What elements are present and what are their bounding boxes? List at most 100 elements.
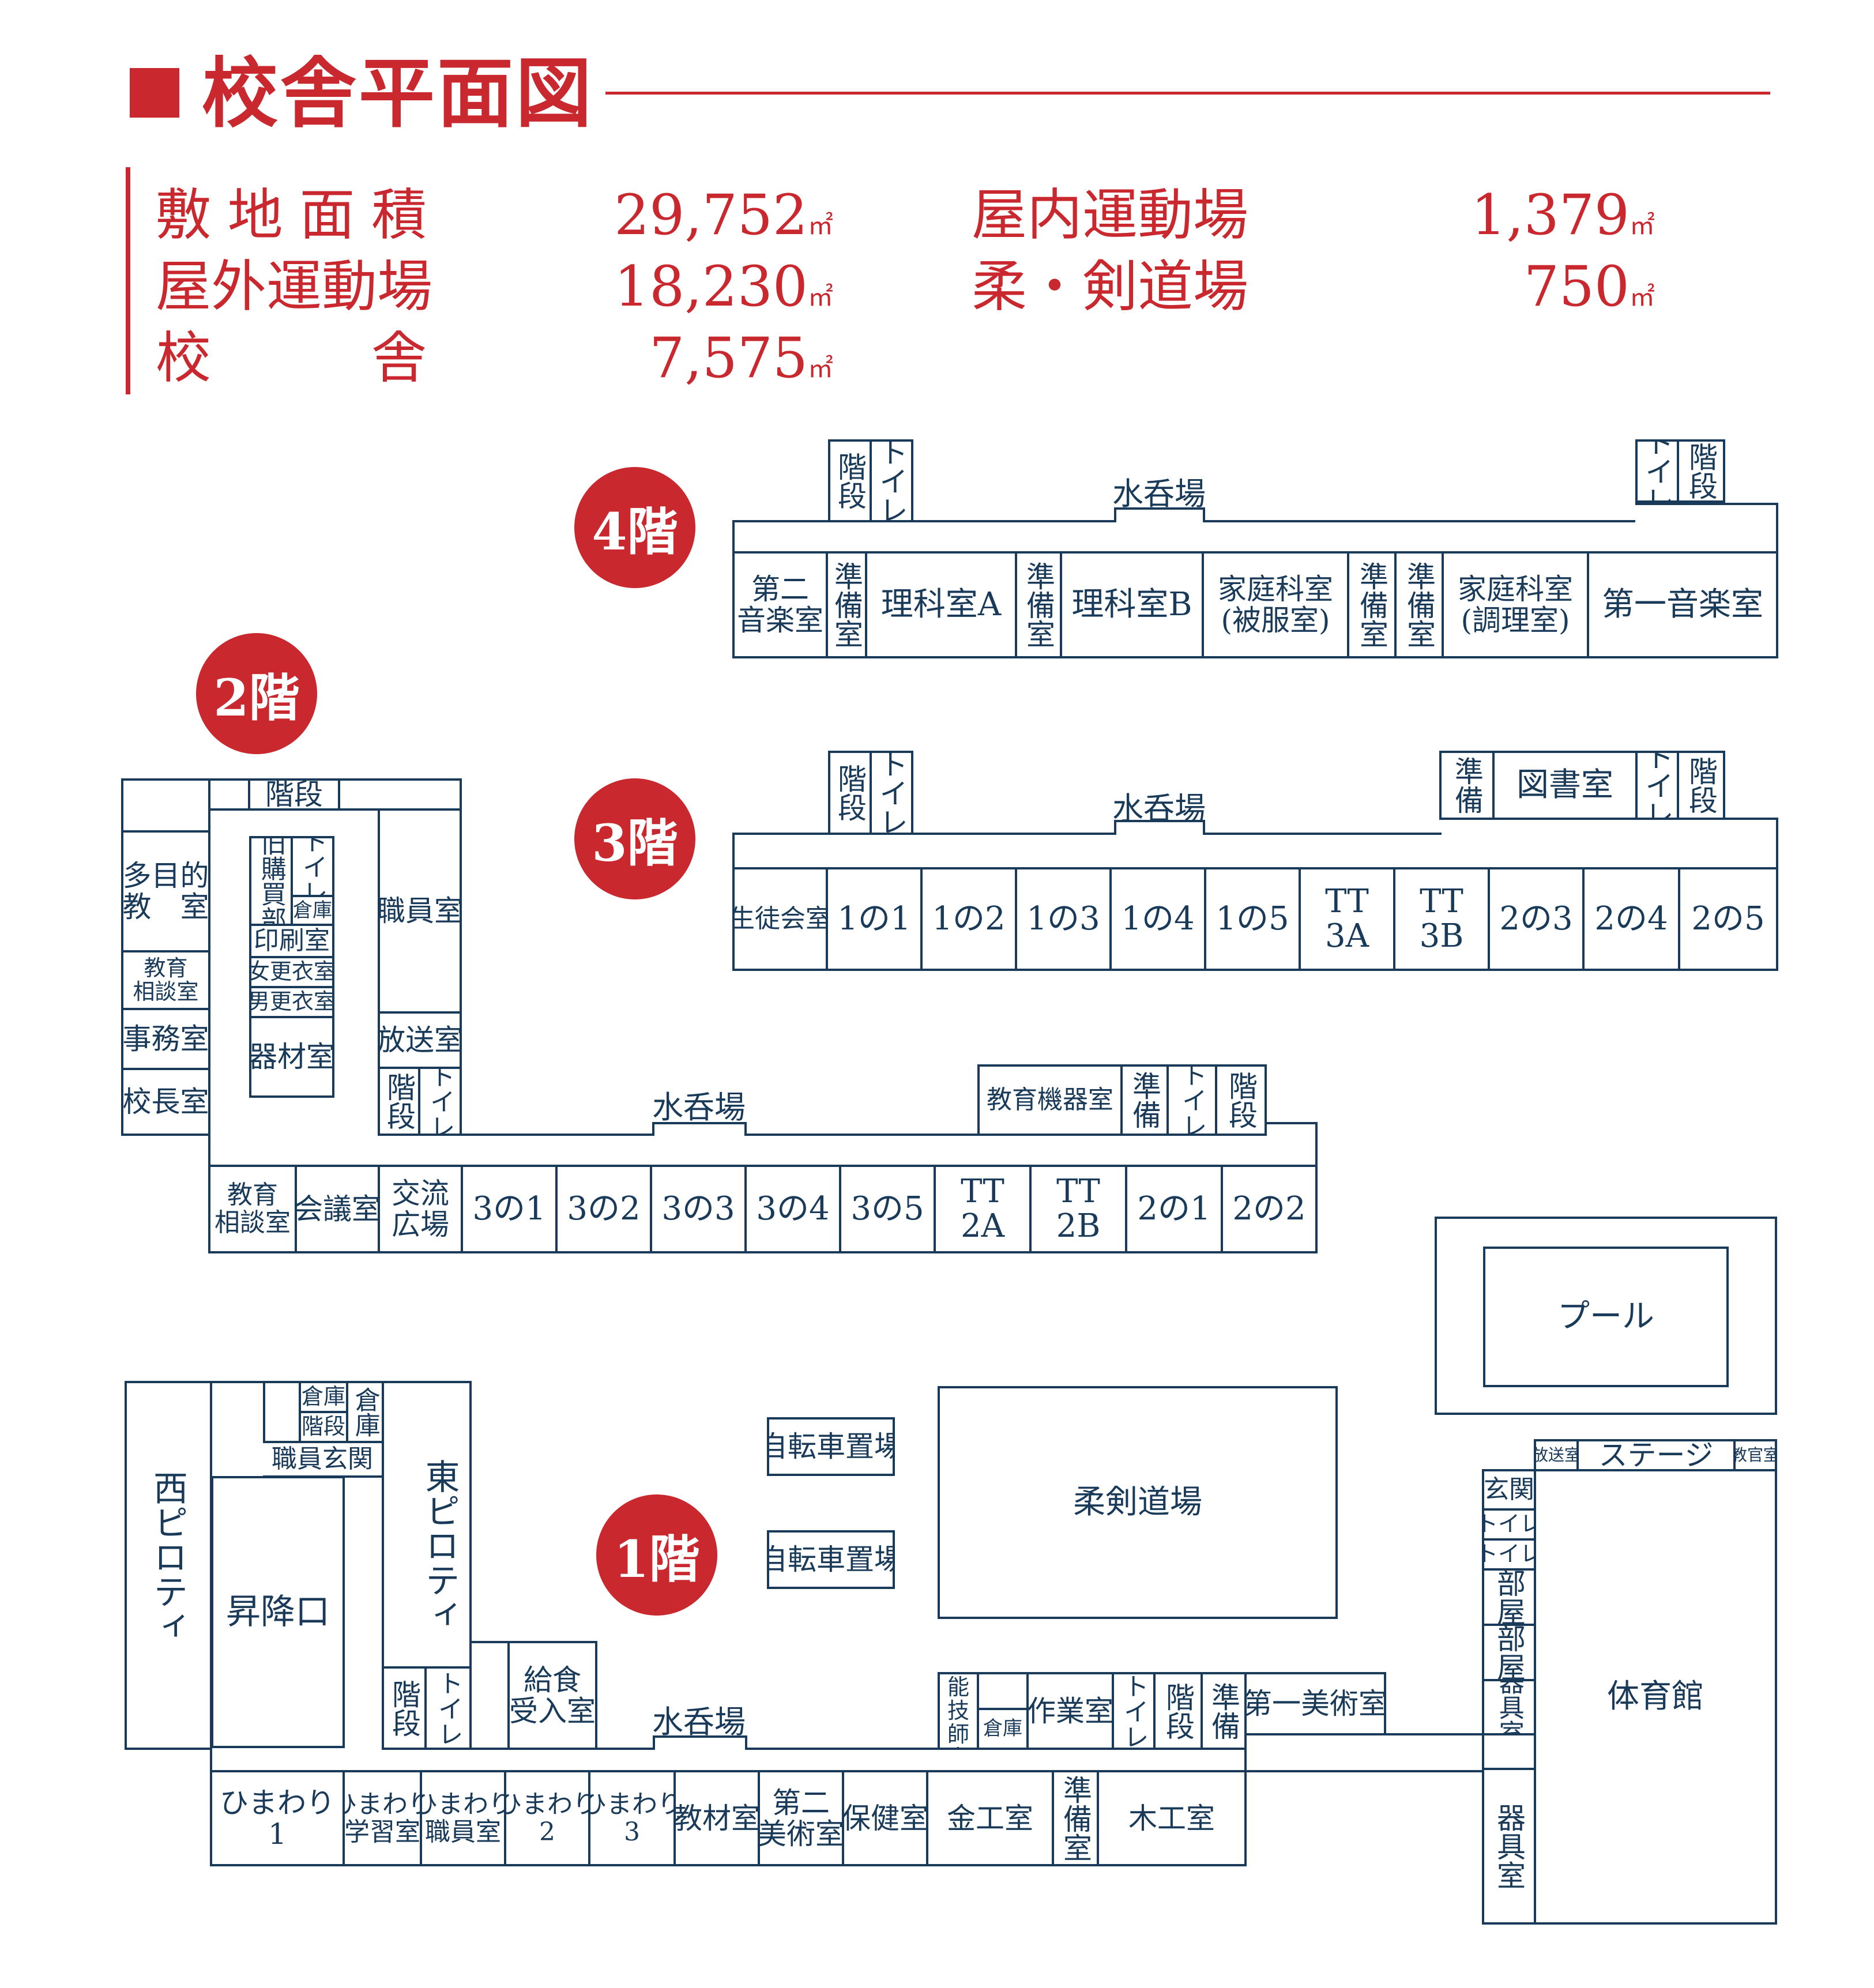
f2-room: 交流 広場 bbox=[378, 1165, 463, 1253]
f3-room: 1の5 bbox=[1204, 867, 1301, 971]
f3-room: 1の4 bbox=[1109, 867, 1206, 971]
floor-badge-3f: 3階 bbox=[574, 778, 695, 899]
stat-value-site: 29,752㎡ bbox=[614, 183, 833, 247]
f2-women-locker: 女更衣室 bbox=[249, 956, 334, 988]
f3-room: TT 3A bbox=[1299, 867, 1395, 971]
f2-toilet-inner: トイレ bbox=[291, 836, 334, 897]
f1-lift-entrance: 昇降口 bbox=[211, 1476, 345, 1748]
stat-label-outdoor: 屋外運動場 bbox=[156, 254, 432, 319]
floor-badge-1f: 1階 bbox=[596, 1494, 717, 1616]
f3-prep: 準備 bbox=[1439, 751, 1495, 820]
f1-storage-a: 倉庫 bbox=[299, 1381, 348, 1413]
f2-room: 3の1 bbox=[461, 1165, 558, 1253]
f4-stairs-right: 階段 bbox=[1677, 439, 1725, 503]
f2-old-store: 旧購買部 bbox=[249, 836, 293, 926]
f2-storage-small: 倉庫 bbox=[291, 895, 334, 926]
f3-room: TT 3B bbox=[1393, 867, 1490, 971]
f2-printing: 印刷室 bbox=[249, 924, 334, 958]
f3-room: 生徒会室 bbox=[732, 867, 828, 971]
f2-sink: 水呑場 bbox=[652, 1089, 746, 1125]
title-square-icon bbox=[130, 68, 179, 118]
stat-label-building: 校舎 bbox=[156, 326, 427, 390]
f3-room-row: 生徒会室 1の1 1の2 1の3 1の4 1の5 TT 3A TT 3B 2の3… bbox=[732, 867, 1778, 971]
f2-room: TT 2A bbox=[934, 1165, 1032, 1253]
f4-room: 理科室B bbox=[1060, 551, 1204, 658]
f2-broadcast: 放送室 bbox=[378, 1011, 462, 1069]
stat-label-indoor: 屋内運動場 bbox=[972, 183, 1248, 247]
f2-principal: 校長室 bbox=[121, 1068, 210, 1136]
f2-equipment: 器材室 bbox=[249, 1016, 334, 1098]
f2-toilet-mid: トイレ bbox=[418, 1067, 462, 1136]
f1-gym-entrance: 玄関 bbox=[1482, 1469, 1536, 1511]
stats-accent-bar bbox=[126, 167, 130, 394]
f1-art-room-1: 第一美術室 bbox=[1244, 1672, 1386, 1735]
f2-top-bar bbox=[208, 778, 462, 811]
f1-room: 金工室 bbox=[926, 1770, 1054, 1866]
f1-gym-toilet-1: トイレ bbox=[1482, 1508, 1536, 1541]
f1-gym-room-1: 部屋 bbox=[1482, 1568, 1536, 1626]
f1-pool-outer bbox=[1435, 1217, 1777, 1415]
f1-dojo: 柔剣道場 bbox=[938, 1386, 1338, 1619]
f4-room: 第二 音楽室 bbox=[732, 551, 828, 658]
stat-value-dojo: 750㎡ bbox=[1523, 254, 1655, 319]
f1-room: ひまわり 1 bbox=[210, 1770, 345, 1866]
f1-pool: プール bbox=[1483, 1247, 1729, 1387]
f2-staff-room: 職員室 bbox=[378, 808, 462, 1014]
f2-room: 3の5 bbox=[839, 1165, 936, 1253]
f2-prep: 準備 bbox=[1120, 1064, 1169, 1136]
f1-prep-c: 準備 bbox=[1201, 1672, 1247, 1750]
f4-room: 家庭科室 (調理室) bbox=[1442, 551, 1589, 658]
f3-stairs-right: 階段 bbox=[1677, 751, 1725, 820]
f2-stairs-right: 階段 bbox=[1215, 1064, 1267, 1136]
f1-gym-toilet-2: トイレ bbox=[1482, 1538, 1536, 1571]
f1-west-pilotis: 西ピロティ bbox=[147, 1470, 188, 1643]
f2-edu-equipment: 教育機器室 bbox=[977, 1064, 1123, 1136]
f1-tech-storage: 倉庫 bbox=[977, 1708, 1029, 1750]
f3-room: 2の3 bbox=[1488, 867, 1585, 971]
f4-room: 準備室 bbox=[1015, 551, 1062, 658]
f3-stairs-left: 階段 bbox=[828, 751, 872, 835]
f3-room: 2の4 bbox=[1582, 867, 1680, 971]
f4-toilet-left: トイレ bbox=[870, 439, 913, 522]
f1-tech-room: 技能技師室 bbox=[938, 1672, 979, 1750]
f1-sink: 水呑場 bbox=[652, 1704, 746, 1740]
f2-room: 2の1 bbox=[1125, 1165, 1223, 1253]
f4-room: 準備室 bbox=[826, 551, 867, 658]
f2-room: 2の2 bbox=[1221, 1165, 1318, 1253]
f4-sink: 水呑場 bbox=[1112, 476, 1206, 512]
f2-counseling-west: 教育 相談室 bbox=[121, 950, 210, 1010]
f4-room: 第一音楽室 bbox=[1587, 551, 1778, 658]
f1-gym: 体育館 bbox=[1534, 1469, 1777, 1925]
f1-room: ひまわり 職員室 bbox=[420, 1770, 506, 1866]
f1-room: 保健室 bbox=[842, 1770, 928, 1866]
f1-stairs-b: 階段 bbox=[382, 1666, 427, 1750]
f3-room: 1の1 bbox=[826, 867, 923, 971]
f1-east-pilotis: 東ピロティ bbox=[419, 1459, 460, 1632]
f4-stairs-left: 階段 bbox=[828, 439, 872, 522]
f1-room: ひまわり 学習室 bbox=[343, 1770, 422, 1866]
f1-bike-parking-1: 自転車置場 bbox=[767, 1417, 895, 1476]
f3-room: 1の3 bbox=[1015, 867, 1112, 971]
f1-room: 木工室 bbox=[1097, 1770, 1247, 1866]
f1-room-row: ひまわり 1 ひまわり 学習室 ひまわり 職員室 ひまわり 2 ひまわり 3 教… bbox=[210, 1770, 1247, 1866]
f2-stairs-top: 階段 bbox=[248, 778, 340, 811]
f1-workshop: 作業室 bbox=[1026, 1672, 1114, 1750]
f1-toilet-c: トイレ bbox=[1112, 1672, 1156, 1750]
f1-teacher-room: 教官室 bbox=[1733, 1439, 1777, 1471]
f1-toilet-b: トイレ bbox=[424, 1666, 472, 1750]
f1-gym-storage: 器具室 bbox=[1482, 1679, 1536, 1735]
f2-multipurpose: 多目的 教 室 bbox=[121, 830, 210, 952]
f2-men-locker: 男更衣室 bbox=[249, 986, 334, 1018]
f2-room: 会議室 bbox=[295, 1165, 380, 1253]
f1-stairs-a: 階段 bbox=[299, 1411, 348, 1443]
f3-room: 2の5 bbox=[1678, 867, 1778, 971]
stat-value-indoor: 1,379㎡ bbox=[1471, 183, 1655, 247]
f2-room-row: 教育 相談室 会議室 交流 広場 3の1 3の2 3の3 3の4 3の5 TT … bbox=[208, 1165, 1318, 1253]
floor-badge-4f: 4階 bbox=[574, 467, 695, 588]
f2-room: TT 2B bbox=[1029, 1165, 1127, 1253]
f1-staff-entrance: 職員玄関 bbox=[263, 1441, 384, 1478]
f3-toilet-left: トイレ bbox=[870, 751, 913, 835]
f1-lunch-room: 給食 受入室 bbox=[507, 1641, 597, 1750]
f3-library: 図書室 bbox=[1492, 751, 1638, 820]
f2-room: 3の2 bbox=[555, 1165, 652, 1253]
